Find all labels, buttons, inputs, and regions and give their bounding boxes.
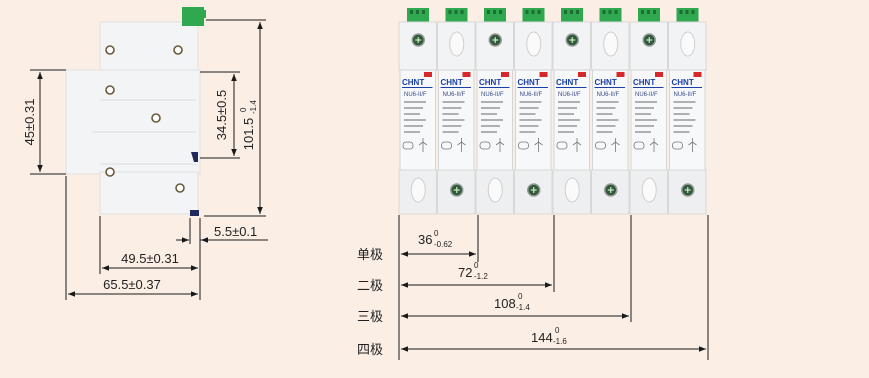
varistor-symbol-icon: [534, 138, 543, 152]
pole-dim-quad-sub: -1.6: [553, 337, 567, 346]
pole-dim-single-sub: -0.62: [434, 240, 453, 249]
dim-rail: 5.5±0.1: [176, 218, 268, 244]
varistor-symbol-icon: [688, 138, 697, 152]
spd-module: CHNT NU6-II/F: [437, 8, 476, 215]
indicator-icon: [595, 141, 606, 150]
module-brand: CHNT: [633, 78, 655, 87]
module-brand: CHNT: [441, 78, 463, 87]
indicator-icon: [556, 141, 568, 150]
pole-dim-triple: 三极 108 0 -1.4: [357, 292, 629, 325]
dim-height-left: 45±0.31: [22, 69, 66, 175]
varistor-symbol-icon: [418, 138, 428, 152]
dim-total-height-sup: 0: [239, 107, 248, 112]
pole-dim-quad: 四极 144 0 -1.6: [357, 326, 706, 358]
dim-rail-label: 5.5±0.1: [214, 224, 257, 239]
spd-modules: CHNTNU6-II/FCHNTNU6-II/FCHNTNU6-II/FCHNT…: [398, 8, 707, 215]
dim-depth1: 49.5±0.31: [99, 216, 201, 300]
indicator-icon: [672, 141, 683, 150]
indicator-icon: [518, 141, 529, 150]
pole-dim-double: 二极 72 0 -1.2: [357, 261, 552, 294]
module-model: NU6-II/F: [674, 92, 697, 98]
pole-dim-single-sup: 0: [434, 229, 439, 238]
module-brand: CHNT: [518, 78, 540, 87]
pole-dim-double-label: 72: [458, 265, 472, 280]
indicator-icon: [441, 141, 452, 150]
pole-dim-single: 单极 36 0 -0.62: [357, 229, 476, 263]
module-model: NU6-II/F: [635, 92, 658, 98]
dim-total-height-sub: -1.4: [249, 100, 258, 114]
varistor-symbol-icon: [495, 138, 505, 152]
module-brand: CHNT: [402, 78, 424, 87]
module-brand: CHNT: [672, 78, 694, 87]
module-model: NU6-II/F: [443, 92, 466, 98]
varistor-symbol-icon: [611, 138, 620, 152]
pole-dim-double-sub: -1.2: [474, 272, 488, 281]
dim-mid-height-label: 34.5±0.5: [214, 90, 229, 141]
dim-depth2-label: 65.5±0.37: [103, 277, 161, 292]
pole-dim-triple-sup: 0: [518, 292, 523, 301]
side-view: 45±0.31 34.5±0.5 101.5 0 -1.4: [22, 7, 268, 300]
spd-module: CHNT NU6-II/F: [552, 8, 591, 215]
module-model: NU6-II/F: [597, 92, 620, 98]
spd-module: CHNT NU6-II/F: [514, 8, 553, 215]
indicator-icon: [633, 141, 645, 150]
dim-height-left-label: 45±0.31: [22, 99, 37, 146]
spd-module: CHNT NU6-II/F: [591, 8, 630, 215]
dim-depth2: 65.5±0.37: [65, 176, 198, 300]
spd-module: CHNT NU6-II/F: [398, 8, 437, 215]
side-view-device: [65, 7, 206, 216]
module-brand: CHNT: [479, 78, 501, 87]
dim-total-height: 101.5 0 -1.4: [204, 19, 266, 217]
spd-module: CHNT NU6-II/F: [475, 8, 514, 215]
module-model: NU6-II/F: [404, 92, 427, 98]
dim-total-height-label: 101.5: [241, 118, 256, 151]
pole-label-quad: 四极: [357, 343, 383, 358]
module-model: NU6-II/F: [558, 92, 581, 98]
indicator-icon: [402, 141, 414, 150]
front-view: CHNTNU6-II/FCHNTNU6-II/FCHNTNU6-II/FCHNT…: [357, 8, 709, 360]
indicator-icon: [479, 141, 491, 150]
front-extension-lines: [398, 215, 709, 360]
pole-dim-double-sup: 0: [474, 261, 479, 270]
varistor-symbol-icon: [457, 138, 466, 152]
spd-module: CHNT NU6-II/F: [668, 8, 707, 215]
module-brand: CHNT: [595, 78, 617, 87]
pole-dim-quad-sup: 0: [555, 326, 560, 335]
module-model: NU6-II/F: [481, 92, 504, 98]
pole-dim-single-label: 36: [418, 232, 432, 247]
pole-dim-triple-sub: -1.4: [516, 303, 530, 312]
module-brand: CHNT: [556, 78, 578, 87]
side-screws: [105, 45, 185, 193]
pole-dim-triple-label: 108: [494, 296, 516, 311]
pole-label-double: 二极: [357, 279, 383, 294]
varistor-symbol-icon: [572, 138, 582, 152]
pole-label-single: 单极: [357, 248, 383, 263]
pole-dim-quad-label: 144: [531, 330, 553, 345]
varistor-symbol-icon: [649, 138, 659, 152]
dim-mid-height: 34.5±0.5: [200, 71, 240, 159]
dim-depth1-label: 49.5±0.31: [121, 251, 179, 266]
module-model: NU6-II/F: [520, 92, 543, 98]
spd-module: CHNT NU6-II/F: [629, 8, 668, 215]
pole-label-triple: 三极: [357, 310, 383, 325]
